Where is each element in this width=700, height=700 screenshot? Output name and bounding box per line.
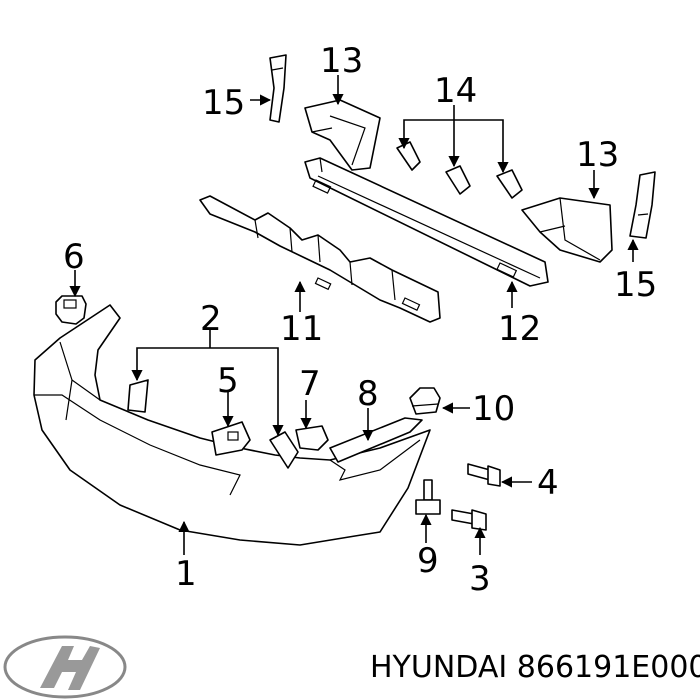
callout-13-right: 13 xyxy=(576,135,619,175)
callout-2: 2 xyxy=(200,299,222,339)
leader-lines xyxy=(69,75,639,555)
energy-absorber-11 xyxy=(199,195,441,323)
part-number: 866191E000 xyxy=(516,650,700,685)
callout-10: 10 xyxy=(472,389,515,429)
bracket-5 xyxy=(211,421,251,456)
callout-1: 1 xyxy=(175,554,197,594)
callout-9: 9 xyxy=(417,541,439,581)
bolt-4 xyxy=(467,463,501,487)
callout-6: 6 xyxy=(63,237,85,277)
callout-11: 11 xyxy=(280,309,323,349)
stud-9 xyxy=(415,479,441,515)
bracket-13-left xyxy=(304,99,381,171)
nut-10 xyxy=(409,387,441,415)
callout-4: 4 xyxy=(537,463,559,503)
callout-5: 5 xyxy=(217,361,239,401)
bracket-15-right xyxy=(629,171,656,239)
callout-15-right: 15 xyxy=(614,265,657,305)
callout-7: 7 xyxy=(299,364,321,404)
retainer-6 xyxy=(55,295,87,325)
bolt-3 xyxy=(451,509,487,531)
brand-name: HYUNDAI xyxy=(370,650,508,685)
hyundai-logo-icon xyxy=(3,635,127,699)
reflector-strip-8 xyxy=(329,417,423,463)
bracket-13-right xyxy=(521,197,613,263)
bracket-15-left xyxy=(269,54,287,123)
bracket-2-left xyxy=(127,379,149,413)
reinforcement-beam-12 xyxy=(304,157,549,287)
callout-13-left: 13 xyxy=(320,41,363,81)
clip-14-c xyxy=(496,169,523,199)
footer-label: HYUNDAI 866191E000 xyxy=(370,650,700,685)
callout-15-left: 15 xyxy=(202,83,245,123)
clip-14-b xyxy=(445,165,471,195)
callout-14: 14 xyxy=(434,71,477,111)
callout-12: 12 xyxy=(498,309,541,349)
callout-3: 3 xyxy=(469,559,491,599)
clip-14-a xyxy=(396,141,421,171)
clip-7 xyxy=(295,425,329,451)
callout-8: 8 xyxy=(357,374,379,414)
